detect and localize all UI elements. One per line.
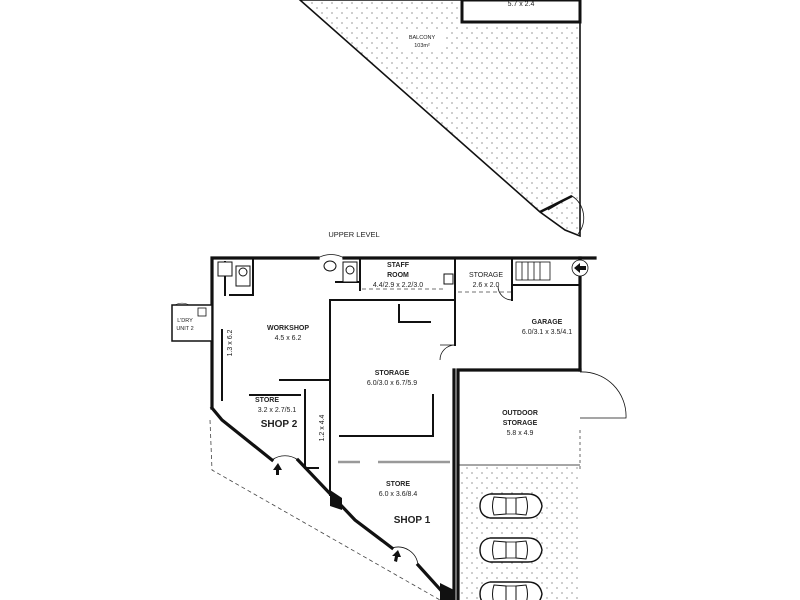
balcony-area	[298, 0, 581, 238]
laundry-label-2: UNIT 2	[176, 326, 193, 332]
shop1-label: SHOP 1	[394, 515, 431, 526]
outdoor-storage-label-1: OUTDOOR	[502, 410, 538, 417]
workshop-label: WORKSHOP	[267, 325, 309, 332]
shop2-label: SHOP 2	[261, 419, 298, 430]
balcony-door	[547, 195, 585, 235]
entry-arrow-icon	[273, 463, 282, 475]
room-labels: WORKSHOP 4.5 x 6.2 STORE 3.2 x 2.7/5.1 S…	[176, 262, 572, 526]
upper-room	[460, 0, 582, 24]
laundry-label-1: L'DRY	[177, 318, 193, 324]
balcony-area: 103m²	[414, 43, 430, 49]
vertical-dim-left: 1.3 x 6.2	[227, 329, 234, 356]
upper-level: 5.7 x 2.4 BALCONY 103m² UPPER LEVEL	[298, 0, 585, 239]
car-icon	[479, 493, 543, 519]
store-shop1-label: STORE	[386, 481, 410, 488]
storage-small-label: STORAGE	[469, 272, 503, 279]
storage-main-label: STORAGE	[375, 370, 410, 377]
vertical-dim-mid: 1.2 x 4.4	[319, 414, 326, 441]
car-icon	[479, 581, 543, 600]
garage-label: GARAGE	[532, 319, 563, 326]
upper-level-label: UPPER LEVEL	[328, 230, 379, 239]
workshop-dim: 4.5 x 6.2	[275, 335, 302, 342]
outdoor-storage-label-2: STORAGE	[503, 420, 538, 427]
staff-room-label-1: STAFF	[387, 262, 410, 269]
parking-area	[457, 465, 580, 600]
storage-main-dim: 6.0/3.0 x 6.7/5.9	[367, 380, 417, 387]
store-shop2-label: STORE	[255, 397, 279, 404]
entry-arrow-icon	[571, 259, 589, 277]
staff-room-dim: 4.4/2.9 x 2.2/3.0	[373, 282, 423, 289]
store-shop1-dim: 6.0 x 3.6/8.4	[379, 491, 418, 498]
storage-small-dim: 2.6 x 2.0	[473, 282, 500, 289]
upper-room-dim: 5.7 x 2.4	[508, 1, 535, 8]
ground-level	[171, 254, 627, 600]
outdoor-storage-dim: 5.8 x 4.9	[507, 430, 534, 437]
balcony-label: BALCONY	[409, 35, 436, 41]
garage-dim: 6.0/3.1 x 3.5/4.1	[522, 329, 572, 336]
entry-arrow-icon	[392, 550, 401, 562]
staff-room-label-2: ROOM	[387, 272, 409, 279]
store-shop2-dim: 3.2 x 2.7/5.1	[258, 407, 297, 414]
car-icon	[479, 537, 543, 563]
